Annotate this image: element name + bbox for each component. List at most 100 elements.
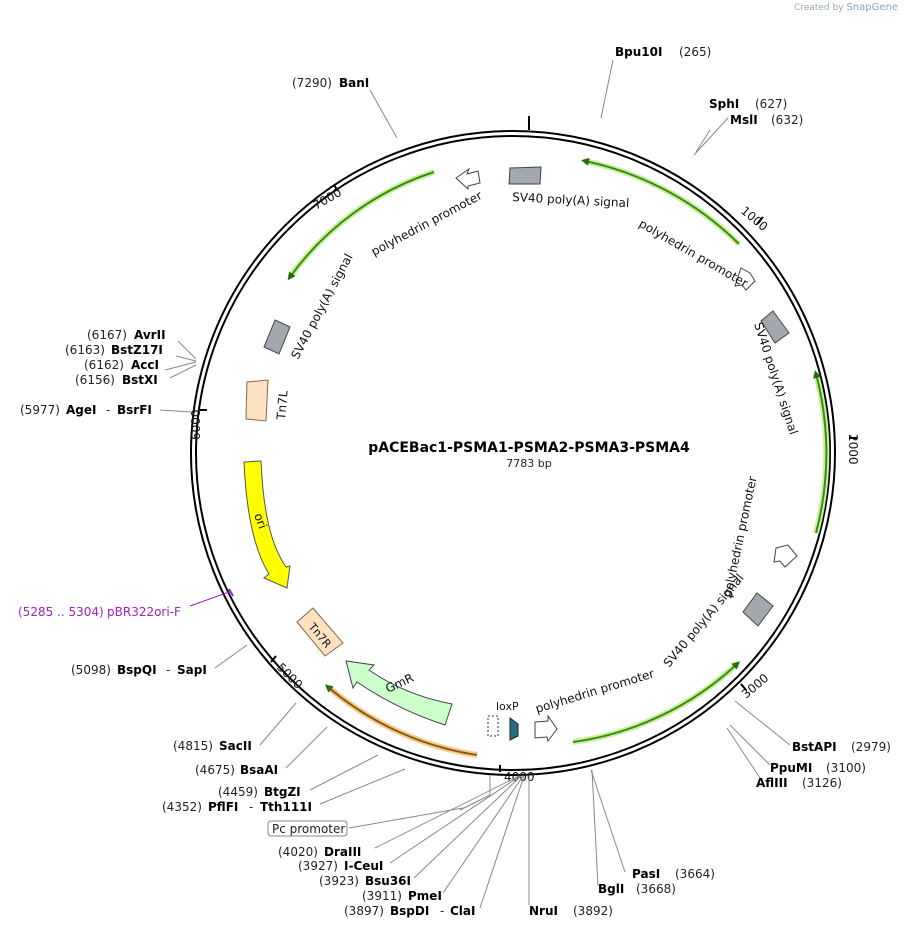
site-avrii-pos: (6167) xyxy=(87,328,127,342)
promoter-arrow-2 xyxy=(734,267,756,291)
gene-arrow-4 xyxy=(572,661,740,743)
restriction-sites: Bpu10I (265) SphI (627) MslI (632) (7290… xyxy=(20,45,891,918)
site-pflfi-pos: (4352) xyxy=(162,800,202,814)
promoter-arrow-3 xyxy=(773,544,798,568)
site-sacii-pos: (4815) xyxy=(173,739,213,753)
feature-label-poly-1: polyhedrin promoter xyxy=(637,216,751,290)
site-nrui-pos: (3892) xyxy=(573,904,613,918)
tick-5000 xyxy=(270,655,277,663)
site-agei-separator: - xyxy=(106,403,110,417)
site-bspdi-separator: - xyxy=(440,904,444,918)
site-draiii: DraIII xyxy=(324,845,361,859)
site-i-ceui-pos: (3927) xyxy=(298,859,338,873)
site-bspqi: BspQI xyxy=(117,663,157,677)
promoter-arrow-1 xyxy=(455,167,481,191)
primer-leader xyxy=(189,591,230,607)
site-bgli-pos: (3668) xyxy=(636,882,676,896)
feature-label-loxp: loxP xyxy=(496,700,519,713)
tick-label-1000: 1000 xyxy=(738,204,770,234)
pc-promoter-label: Pc promoter xyxy=(272,822,345,836)
site-bsaai-pos: (4675) xyxy=(195,763,235,777)
primer-name: pBR322ori-F xyxy=(107,605,181,619)
site-pasi: PasI xyxy=(632,867,660,881)
feature-label-sv40-1: SV40 poly(A) signal xyxy=(512,190,630,210)
tick-label-5000: 5000 xyxy=(274,660,305,691)
site-msli-pos: (632) xyxy=(771,113,803,127)
orf-arrow xyxy=(324,684,478,756)
site-bspqi-separator: - xyxy=(166,663,170,677)
loxp-dotted-feature xyxy=(487,715,499,737)
ori-arrow xyxy=(243,460,291,589)
feature-label-sv40-3: SV40 poly(A) signal xyxy=(661,571,747,670)
sv40-box-2 xyxy=(760,310,790,344)
gene-arrow-3 xyxy=(813,370,828,534)
site-msli: MslI xyxy=(730,113,758,127)
site-bstxi: BstXI xyxy=(122,373,158,387)
site-bstxi-pos: (6156) xyxy=(75,373,115,387)
site-afliii-pos: (3126) xyxy=(802,776,842,790)
feature-label-ori: ori xyxy=(251,511,269,530)
site-avrii: AvrII xyxy=(134,328,166,342)
site-drui: NruI xyxy=(529,904,558,918)
tick-label-2000: 2000 xyxy=(846,434,860,465)
site-agei: AgeI xyxy=(66,403,96,417)
pc-promoter-box xyxy=(267,820,348,837)
site-bsrfi: BsrFI xyxy=(117,403,152,417)
backbone-inner xyxy=(195,135,831,771)
site-pmei: PmeI xyxy=(408,889,442,903)
site-bsu36i: Bsu36I xyxy=(365,874,411,888)
site-acci: AccI xyxy=(131,358,159,372)
site-btgzi: BtgZI xyxy=(264,785,301,799)
site-tth111i: Tth111I xyxy=(260,800,312,814)
site-btgzi-pos: (4459) xyxy=(218,785,258,799)
site-ppumi-pos: (3100) xyxy=(826,761,866,775)
site-sapi: SapI xyxy=(177,663,207,677)
site-pmei-pos: (3911) xyxy=(362,889,402,903)
snapgene-logo: SnapGene xyxy=(846,2,898,13)
tick-label-6000: 6000 xyxy=(189,409,203,440)
site-pasi-pos: (3664) xyxy=(675,867,715,881)
site-bstapi-pos: (2979) xyxy=(851,740,891,754)
site-bani: BanI xyxy=(339,76,369,90)
loxp-feature xyxy=(509,717,519,741)
gene-arrow-glow-4 xyxy=(572,661,740,745)
site-bpu10i: Bpu10I xyxy=(615,45,662,59)
sv40-box-4 xyxy=(263,319,291,355)
gene-arrow-1 xyxy=(287,171,435,281)
site-pflfi-separator: - xyxy=(249,800,253,814)
site-pflfi: PflFI xyxy=(208,800,238,814)
site-acci-pos: (6162) xyxy=(84,358,124,372)
gmr-arrow xyxy=(345,660,453,726)
site-bsaai: BsaAI xyxy=(240,763,278,777)
gene-arrow-2 xyxy=(581,157,740,245)
tick-3000 xyxy=(740,683,747,691)
site-clai: ClaI xyxy=(450,904,475,918)
tick-marks xyxy=(200,184,857,772)
site-draiii-pos: (4020) xyxy=(278,845,318,859)
site-bsu36i-pos: (3923) xyxy=(319,874,359,888)
site-bspqi-pos: (5098) xyxy=(71,663,111,677)
feature-label-poly-3: polyhedrin promoter xyxy=(534,666,656,715)
site-agei-pos: (5977) xyxy=(20,403,60,417)
site-afliii: AflIII xyxy=(756,776,788,790)
created-by-text: Created by xyxy=(794,3,844,13)
site-bstz17i: BstZ17I xyxy=(111,343,163,357)
site-bspdi: BspDI xyxy=(390,904,429,918)
tick-label-3000: 3000 xyxy=(739,671,771,701)
site-bgli: BglI xyxy=(598,882,624,896)
site-bstz17i-pos: (6163) xyxy=(65,343,105,357)
backbone-outer xyxy=(190,130,836,776)
promoter-arrow-4 xyxy=(534,714,558,743)
primer-mark xyxy=(228,588,234,597)
site-bstapi: BstAPI xyxy=(792,740,837,754)
site-bani-pos: (7290) xyxy=(292,76,332,90)
sv40-box-3 xyxy=(742,592,774,627)
site-sphi: SphI xyxy=(709,97,739,111)
feature-label-tn7l: Tn7L xyxy=(274,390,291,422)
site-sphi-pos: (627) xyxy=(755,97,787,111)
plasmid-name: pACEBac1-PSMA1-PSMA2-PSMA3-PSMA4 xyxy=(368,440,690,456)
primer-range: (5285 .. 5304) xyxy=(18,605,104,619)
site-i-ceui: I-CeuI xyxy=(344,859,383,873)
tick-1000 xyxy=(756,216,764,225)
site-bpu10i-pos: (265) xyxy=(679,45,711,59)
